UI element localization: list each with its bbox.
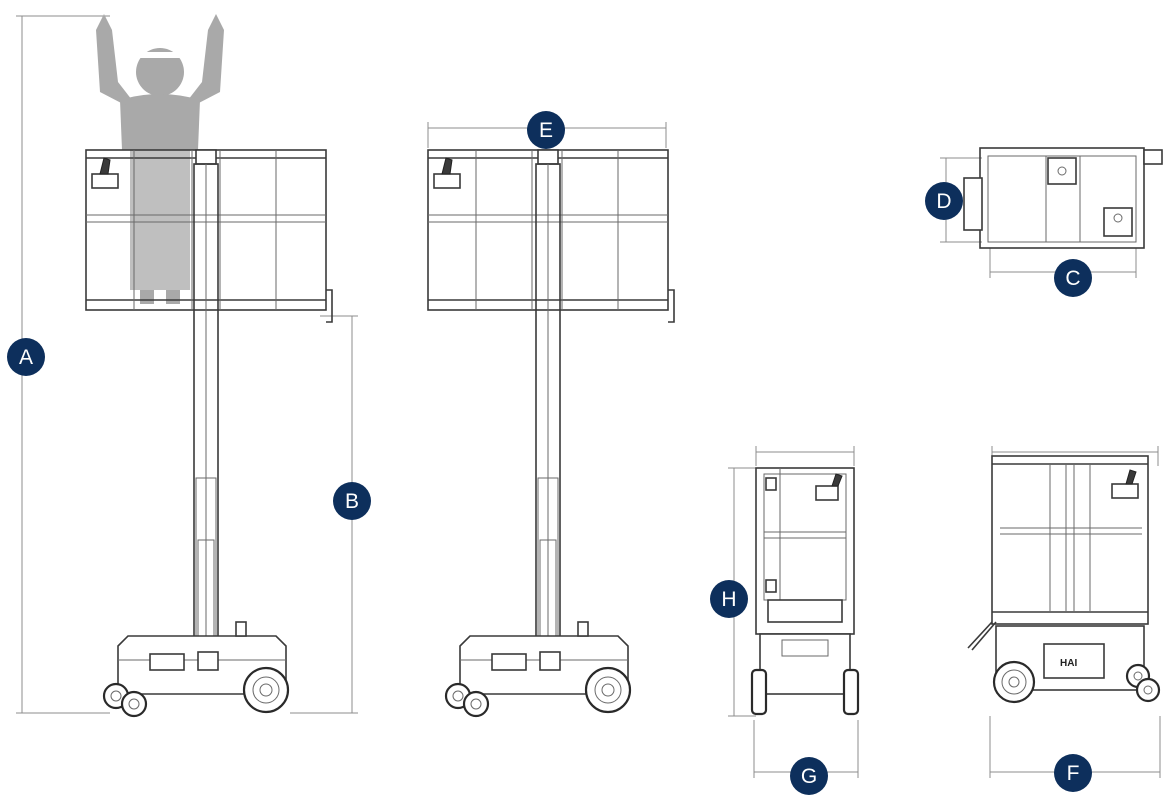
front-view <box>728 446 860 778</box>
caster-wheel-icon <box>444 682 490 718</box>
drive-wheel-icon <box>242 666 290 714</box>
top-view <box>940 147 1163 278</box>
dimension-label-g: G <box>790 757 828 795</box>
svg-text:HAI: HAI <box>1060 658 1077 669</box>
drive-wheel-icon <box>584 666 632 714</box>
caster-wheel-icon <box>102 682 148 718</box>
dimension-label-e: E <box>527 111 565 149</box>
dimension-label-a: A <box>7 338 45 376</box>
platform-basket <box>427 149 675 323</box>
side-view <box>427 122 675 718</box>
dimension-line-top-front <box>755 446 855 466</box>
dimension-label-f: F <box>1054 754 1092 792</box>
caster-wheel-icon <box>1125 663 1161 703</box>
chassis <box>102 621 290 718</box>
mast <box>193 163 219 641</box>
rear-view: HAI <box>967 446 1161 778</box>
mast <box>535 163 561 641</box>
operator-silhouette-icon <box>96 14 224 304</box>
drive-wheel-icon <box>992 660 1036 704</box>
dimension-label-b: B <box>333 482 371 520</box>
side-view-with-operator <box>16 14 358 718</box>
dimension-label-c: C <box>1054 259 1092 297</box>
control-box-icon <box>433 157 461 189</box>
platform-basket <box>85 149 333 323</box>
dimension-label-h: H <box>710 580 748 618</box>
chassis <box>444 621 632 718</box>
control-box-icon <box>91 157 119 189</box>
dimension-label-d: D <box>925 182 963 220</box>
